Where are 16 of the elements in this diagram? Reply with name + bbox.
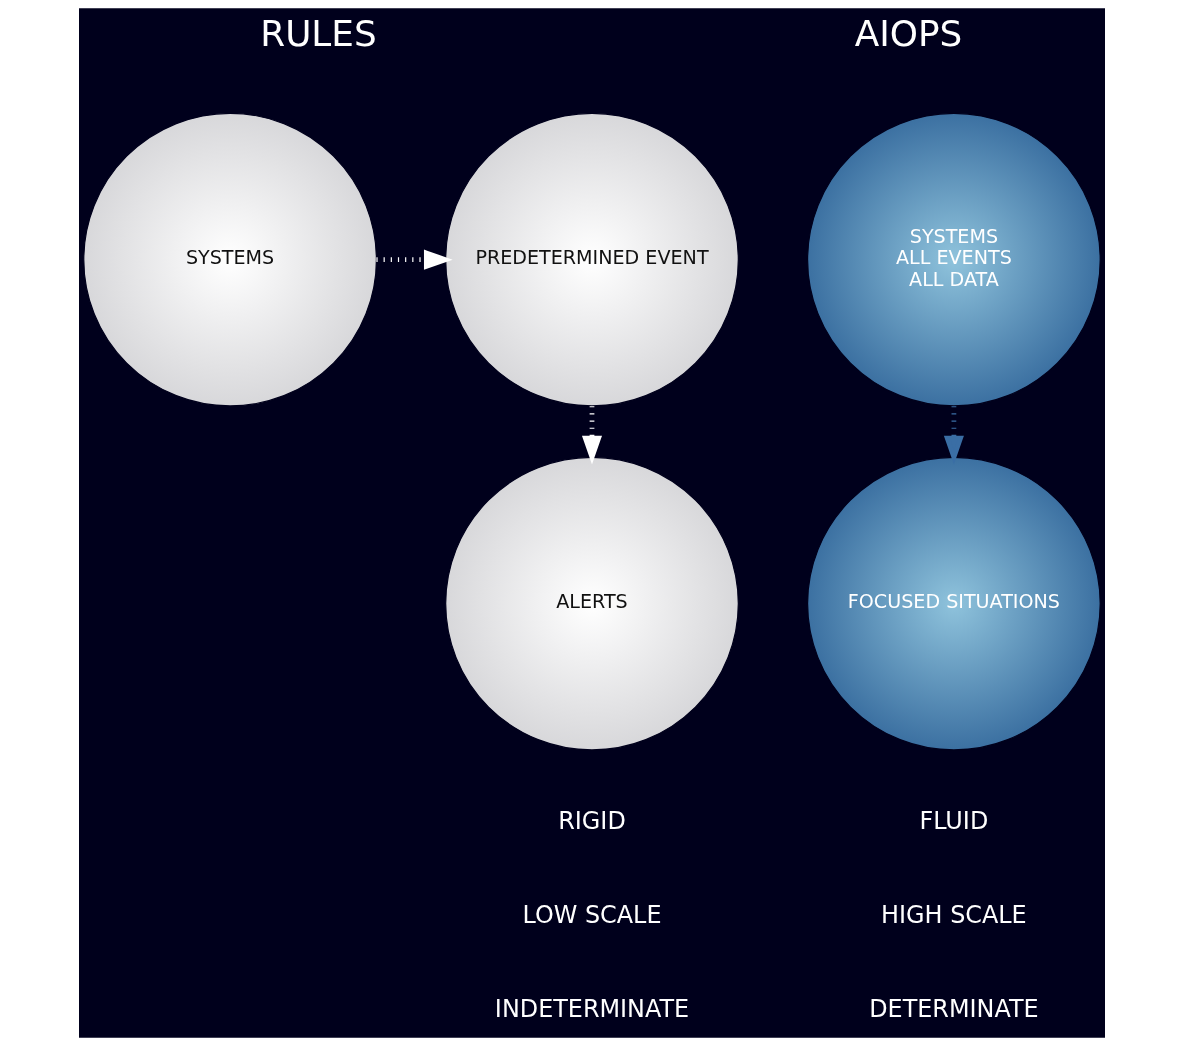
label: INDETERMINATE	[494, 995, 689, 1024]
node-circle: FOCUSED SITUATIONS	[806, 456, 1101, 751]
label: RIGID	[557, 806, 626, 835]
node-circle: ALERTS	[444, 456, 739, 751]
arrow	[375, 249, 453, 270]
arrow	[943, 406, 964, 465]
node-circle: PREDETERMINED EVENT	[444, 112, 739, 407]
node-circle: SYSTEMS	[82, 112, 377, 407]
label: AIOPS	[854, 13, 962, 55]
arrow	[581, 406, 602, 465]
label: HIGH SCALE	[880, 901, 1027, 930]
label: LOW SCALE	[522, 901, 661, 930]
node-circle: SYSTEMS ALL EVENTS ALL DATA	[806, 112, 1101, 407]
label: FLUID	[919, 806, 988, 835]
label: DETERMINATE	[868, 995, 1039, 1024]
label: RULES	[259, 13, 377, 55]
